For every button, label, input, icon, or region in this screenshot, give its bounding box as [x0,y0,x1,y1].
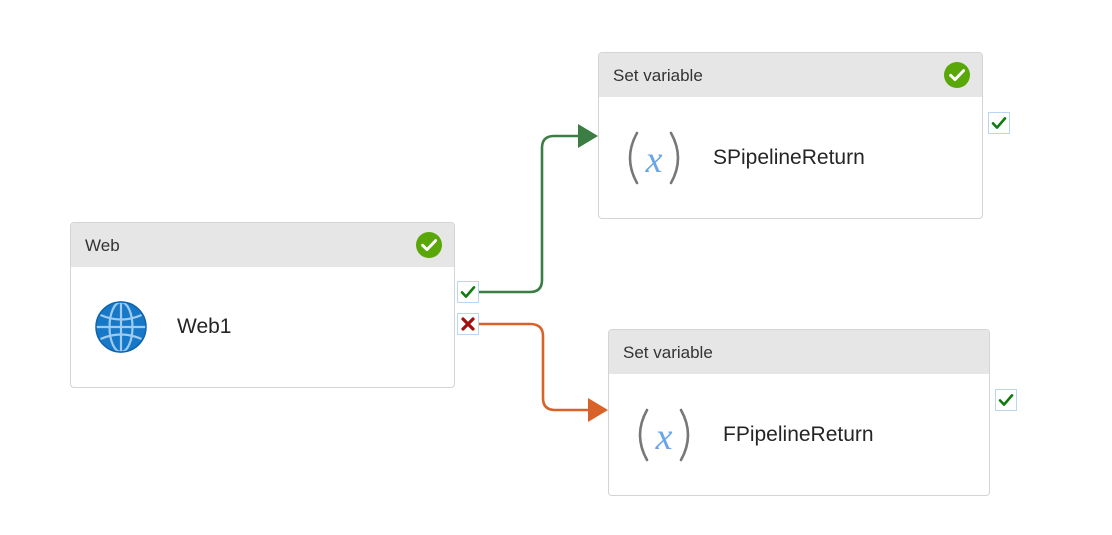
activity-node-set-variable-spipelinereturn[interactable]: Set variable x SPipelineReturn [598,52,983,219]
node-body: Web1 [71,267,454,387]
node-title: Set variable [623,342,713,362]
arrowhead-failure-icon [588,398,608,422]
edge-web-success[interactable] [477,124,598,294]
arrowhead-success-icon [578,124,598,148]
node-label: Web1 [177,315,232,338]
node-label: SPipelineReturn [713,145,865,169]
port-setvar-spipelinereturn-output[interactable] [988,112,1010,134]
node-body: x SPipelineReturn [599,97,982,218]
node-header: Web [71,223,454,267]
activity-node-web[interactable]: Web Web1 [70,222,455,388]
node-header: Set variable [609,330,989,374]
check-icon [991,117,1007,129]
node-title: Set variable [613,65,703,85]
check-icon [460,286,476,298]
node-body: x FPipelineReturn [609,374,989,495]
port-web-failure-output[interactable] [457,313,479,335]
node-title: Web [85,235,120,255]
green-check-circle-icon [416,232,442,258]
green-check-circle-icon [944,62,970,88]
globe-icon [95,300,147,354]
activity-node-set-variable-fpipelinereturn[interactable]: Set variable x FPipelineReturn [608,329,990,496]
svg-text:x: x [655,416,673,458]
node-label: FPipelineReturn [723,422,874,446]
port-web-success-output[interactable] [457,281,479,303]
edge-web-failure[interactable] [477,322,608,422]
check-icon [998,394,1014,406]
variable-x-icon: x [628,131,680,184]
cross-icon [461,317,475,331]
port-setvar-fpipelinereturn-output[interactable] [995,389,1017,411]
variable-x-icon: x [638,408,690,461]
svg-text:x: x [645,139,663,181]
node-header: Set variable [599,53,982,97]
